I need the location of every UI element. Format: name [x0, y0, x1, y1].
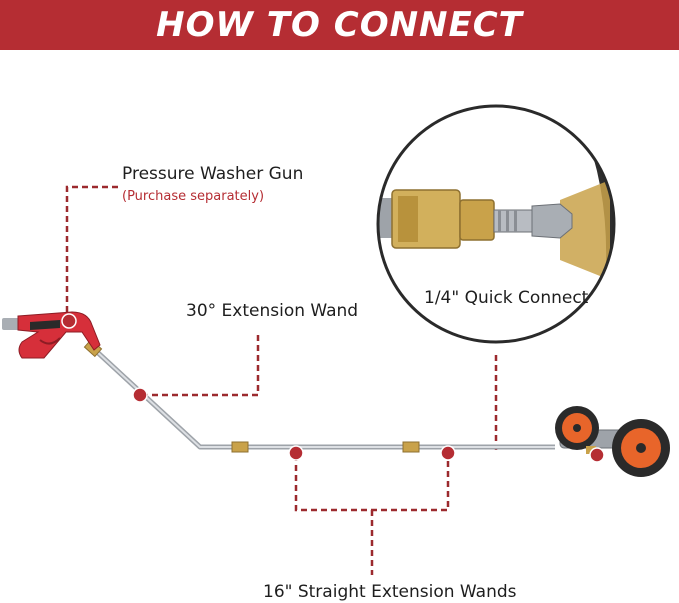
wand30-dot [132, 387, 148, 403]
straight-wands-label: 16" Straight Extension Wands [263, 582, 517, 602]
header-banner [0, 0, 679, 50]
quick-connect-label: 1/4" Quick Connect [424, 288, 589, 308]
callout-lines [65, 185, 498, 575]
gun-label: Pressure Washer Gun [122, 164, 304, 184]
wand30-callout-line [140, 335, 260, 397]
gun-callout-line [65, 185, 118, 320]
wand30-label: 30° Extension Wand [186, 301, 359, 321]
straight-dot-right [440, 445, 456, 461]
callout-dots [61, 313, 605, 463]
gun-note-label: (Purchase separately) [122, 189, 265, 204]
surface-cleaner-icon [555, 406, 670, 477]
page-title: HOW TO CONNECT [156, 5, 523, 45]
pressure-washer-gun-icon [2, 311, 101, 359]
gun-dot [61, 313, 77, 329]
straight-callout-bracket [294, 455, 450, 512]
quick-connect-dot [589, 447, 605, 463]
wand-assembly [83, 338, 555, 453]
brass-coupler-2 [402, 441, 420, 453]
straight-dot-left [288, 445, 304, 461]
brass-coupler-1 [231, 441, 249, 453]
